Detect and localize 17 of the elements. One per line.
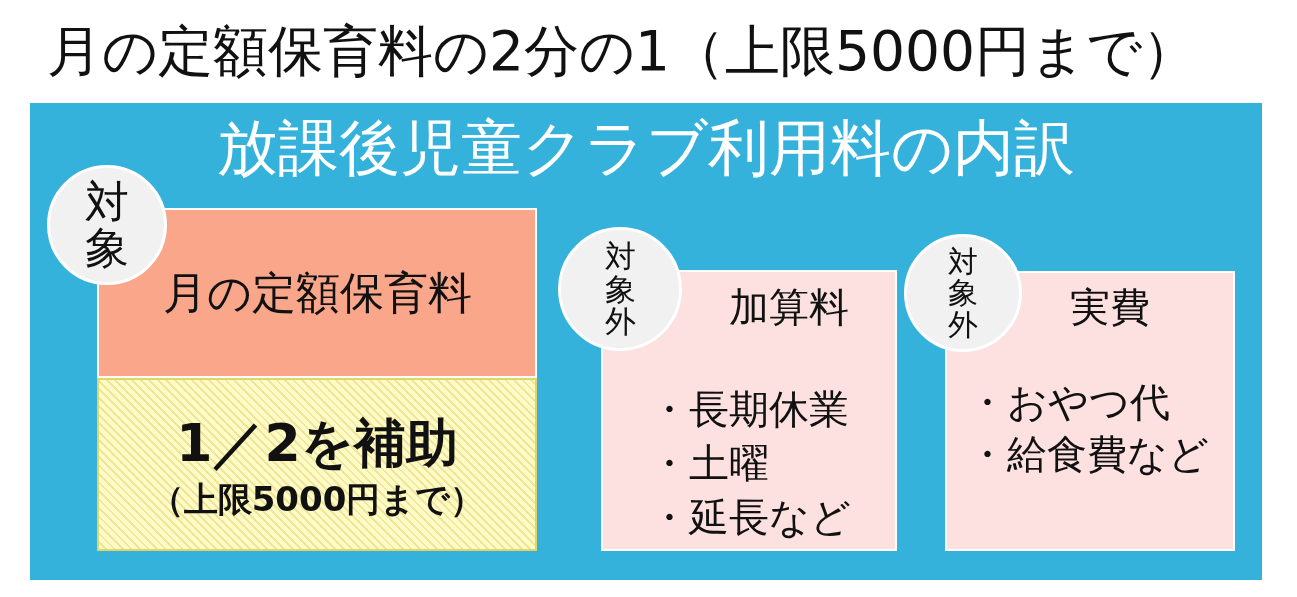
list-item: ・長期休業 [649, 386, 849, 432]
card-heading: 加算料 [729, 284, 849, 330]
list-item: ・土曜 [649, 440, 769, 486]
page-title: 月の定額保育料の2分の1（上限5000円まで） [47, 20, 1197, 84]
list-item: ・給食費など [967, 431, 1209, 477]
fee-card [601, 270, 897, 551]
eligibility-badge: 対象 [47, 165, 167, 285]
limit-note: （上限5000円まで） [148, 480, 486, 520]
subsidy-text: 1／2を補助 [175, 414, 459, 474]
exclusion-badge: 対象外 [904, 234, 1022, 352]
panel-heading: 放課後児童クラブ利用料の内訳 [216, 113, 1076, 184]
exclusion-badge: 対象外 [558, 227, 682, 351]
list-item: ・おやつ代 [967, 379, 1170, 425]
card-heading: 実費 [1070, 284, 1150, 330]
list-item: ・延長など [649, 494, 851, 540]
subsidy-box [97, 378, 537, 551]
breakdown-panel [30, 103, 1262, 580]
